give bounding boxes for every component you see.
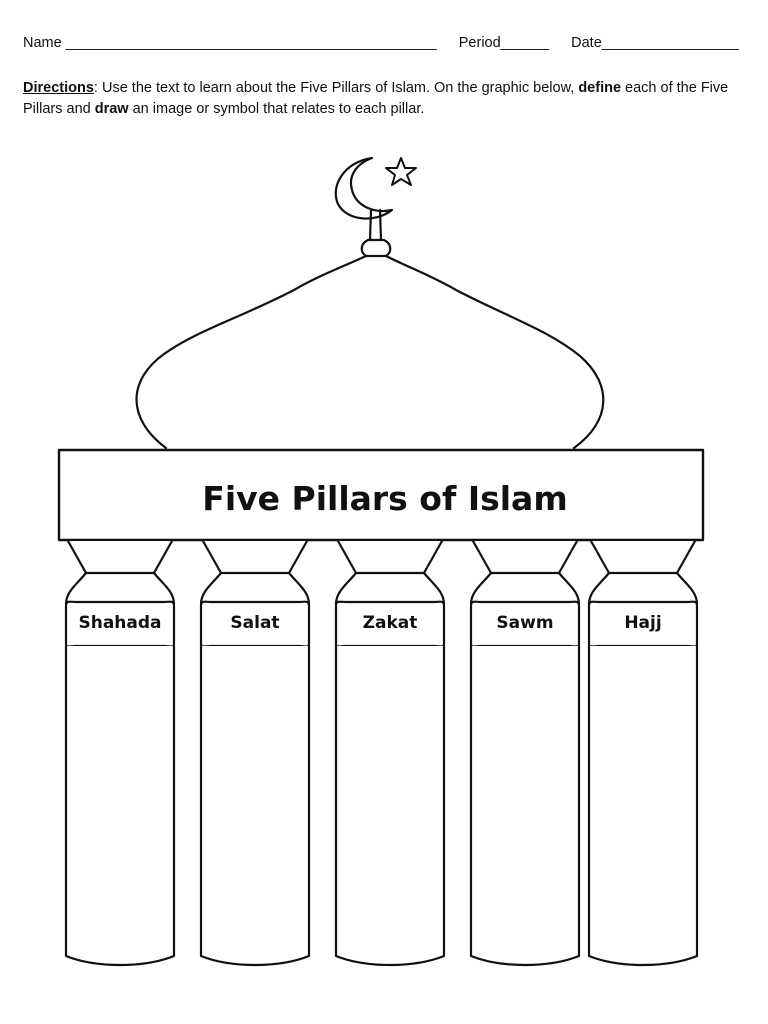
pillar-capital [589,539,697,575]
pillar-capital [66,539,174,575]
directions-text-2: each of the Five Pillars and [23,80,729,117]
pillar-shahada: Shahada [64,539,176,967]
pillar-zakat: Zakat [334,539,446,967]
pillar-salat: Salat [199,539,311,967]
directions-draw: draw [94,101,129,117]
pillar-sawm: Sawm [469,539,581,967]
pillar-label: Hajj [624,613,661,633]
pillar-neck [64,571,176,606]
crescent-icon [334,156,394,220]
banner-title: Five Pillars of Islam [202,479,567,518]
title-banner [57,448,705,542]
pillar-neck [587,571,699,606]
directions-lead: Directions [23,80,94,96]
name-label: Name [23,35,62,51]
pillar-label: Salat [230,613,279,633]
dome [135,254,605,450]
pillar-capital [471,539,579,575]
directions-paragraph: Directions: Use the text to learn about … [23,78,735,120]
directions-define: define [578,80,622,96]
pillar-neck [469,571,581,606]
date-blank[interactable]: _________________ [601,35,739,51]
pillar-neck [199,571,311,606]
directions-text-3: an image or symbol that relates to each … [128,101,425,117]
pillar-neck [334,571,446,606]
pillars-group: Shahada Salat Zakat Sawm Hajj [64,539,699,967]
star-icon [385,157,417,186]
date-label: Date [571,35,602,51]
pillar-label: Shahada [78,613,161,633]
pillar-capital [201,539,309,575]
pillar-hajj: Hajj [587,539,699,967]
pillar-shaft[interactable] [469,644,581,967]
pillar-shaft[interactable] [587,644,699,967]
pillar-label: Zakat [363,613,418,633]
pillar-label: Sawm [496,613,553,633]
directions-text-1: : Use the text to learn about the Five P… [93,80,579,96]
pillar-shaft[interactable] [64,644,176,967]
period-label: Period [458,35,501,51]
five-pillars-graphic: Shahada Salat Zakat Sawm Hajj Five Pillars o… [57,156,705,967]
pillar-shaft[interactable] [199,644,311,967]
pillar-capital [336,539,444,575]
period-blank[interactable]: ______ [500,35,550,51]
student-info-line: Name ___________________________________… [23,35,739,51]
dome-finial [360,208,392,258]
pillar-shaft[interactable] [334,644,446,967]
name-blank[interactable]: ________________________________________… [65,35,437,51]
